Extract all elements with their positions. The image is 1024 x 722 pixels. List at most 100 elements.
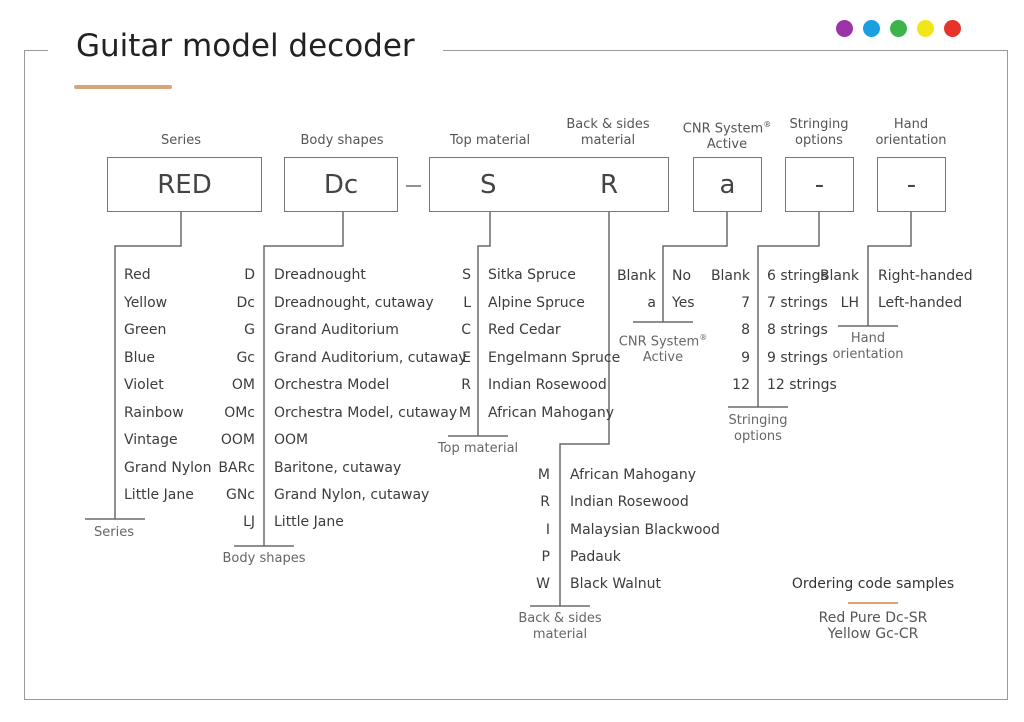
back-code: R	[540, 494, 550, 510]
string-name: 12 strings	[767, 377, 837, 393]
code-back: R	[600, 169, 619, 200]
series-item: Vintage	[124, 432, 178, 448]
series-item: Yellow	[124, 295, 168, 311]
string-name: 7 strings	[767, 295, 828, 311]
code-top: S	[480, 169, 497, 200]
header-stringing-line2: options	[795, 133, 843, 148]
body-code: OM	[231, 377, 255, 393]
string-name: 6 strings	[767, 268, 828, 284]
top-code: R	[461, 377, 471, 393]
back-code: P	[541, 549, 550, 565]
brand-dot	[890, 20, 907, 37]
back-name: African Mahogany	[570, 467, 696, 483]
header-cnr-line1: CNR System®	[677, 117, 777, 137]
cnr-code: a	[647, 295, 656, 311]
top-name: Sitka Spruce	[488, 267, 576, 283]
brand-dot	[836, 20, 853, 37]
top-name: Red Cedar	[488, 322, 561, 338]
brand-dots	[822, 16, 975, 41]
body-name: Grand Auditorium	[274, 322, 399, 338]
series-item: Green	[124, 322, 167, 338]
connector-back	[559, 211, 610, 606]
cnr-code: Blank	[616, 268, 656, 284]
caption-cnr: CNR System® Active	[613, 330, 713, 366]
body-code: D	[244, 267, 255, 283]
body-code: OOM	[220, 432, 255, 448]
code-box-hand: -	[877, 157, 946, 212]
header-body-shapes: Body shapes	[300, 133, 384, 148]
header-back-sides: Back & sides material	[558, 117, 658, 149]
caption-cnr-line1: CNR System®	[613, 330, 713, 350]
series-item: Little Jane	[124, 487, 194, 503]
hand-code: LH	[840, 295, 859, 311]
body-name: Orchestra Model, cutaway	[274, 405, 458, 421]
series-item: Grand Nylon	[124, 460, 212, 476]
series-item: Violet	[124, 377, 164, 393]
caption-body-shapes: Body shapes	[222, 551, 306, 566]
body-name: Grand Auditorium, cutaway	[274, 350, 467, 366]
body-code: LJ	[243, 514, 255, 530]
top-code: S	[462, 267, 471, 283]
header-hand-line1: Hand	[893, 117, 929, 132]
header-back-line2: material	[580, 133, 636, 148]
caption-cnr-text: CNR System	[618, 334, 700, 350]
back-name: Malaysian Blackwood	[570, 522, 720, 538]
header-cnr: CNR System® Active	[677, 117, 777, 153]
body-name: Grand Nylon, cutaway	[274, 487, 430, 503]
connector-stringing	[757, 211, 820, 407]
string-code: 7	[741, 295, 750, 311]
header-hand: Hand orientation	[861, 117, 961, 149]
ordering-sample: Yellow Gc-CR	[827, 626, 919, 642]
string-code: 9	[741, 350, 750, 366]
code-box-body: Dc	[284, 157, 398, 212]
connector-body	[263, 211, 344, 546]
top-code: L	[463, 295, 471, 311]
top-name: Indian Rosewood	[488, 377, 607, 393]
code-box-series: RED	[107, 157, 262, 212]
caption-hand-line1: Hand	[850, 331, 886, 346]
code-box-materials: S R	[429, 157, 669, 212]
brand-dot	[917, 20, 934, 37]
top-name: African Mahogany	[488, 405, 614, 421]
body-code: OMc	[224, 405, 255, 421]
back-code: W	[536, 576, 550, 592]
header-cnr-text: CNR System	[682, 121, 764, 137]
body-code: G	[244, 322, 255, 338]
back-code: M	[537, 467, 550, 483]
body-name: Dreadnought	[274, 267, 366, 283]
registered-mark: ®	[763, 120, 772, 129]
series-item: Rainbow	[124, 405, 184, 421]
connector-hand	[867, 211, 912, 326]
brand-dot	[944, 20, 961, 37]
caption-stringing-line1: Stringing	[728, 413, 788, 428]
header-stringing: Stringing options	[769, 117, 869, 149]
registered-mark: ®	[699, 333, 708, 342]
caption-hand: Hand orientation	[818, 331, 918, 363]
caption-hand-line2: orientation	[832, 347, 904, 362]
back-name: Black Walnut	[570, 576, 661, 592]
caption-series: Series	[94, 525, 134, 540]
top-name: Alpine Spruce	[488, 295, 585, 311]
string-code: Blank	[710, 268, 750, 284]
caption-cnr-line2: Active	[642, 350, 684, 366]
connector-cnr	[662, 211, 728, 322]
string-name: 8 strings	[767, 322, 828, 338]
cnr-name: Yes	[672, 295, 695, 311]
body-code: Dc	[236, 295, 255, 311]
hand-name: Right-handed	[878, 268, 973, 284]
caption-back-line2: material	[532, 627, 588, 642]
page-title: Guitar model decoder	[48, 28, 443, 64]
header-hand-line2: orientation	[875, 133, 947, 148]
ordering-samples-underline	[848, 602, 898, 604]
caption-top-material: Top material	[437, 441, 519, 456]
hand-name: Left-handed	[878, 295, 963, 311]
caption-back-sides: Back & sides material	[510, 611, 610, 643]
brand-dot	[863, 20, 880, 37]
top-code: M	[458, 405, 471, 421]
series-item: Blue	[124, 350, 155, 366]
header-back-line1: Back & sides	[566, 117, 650, 132]
body-name: OOM	[274, 432, 309, 448]
cnr-name: No	[672, 268, 692, 284]
body-code: GNc	[225, 487, 255, 503]
caption-back-line1: Back & sides	[518, 611, 602, 626]
